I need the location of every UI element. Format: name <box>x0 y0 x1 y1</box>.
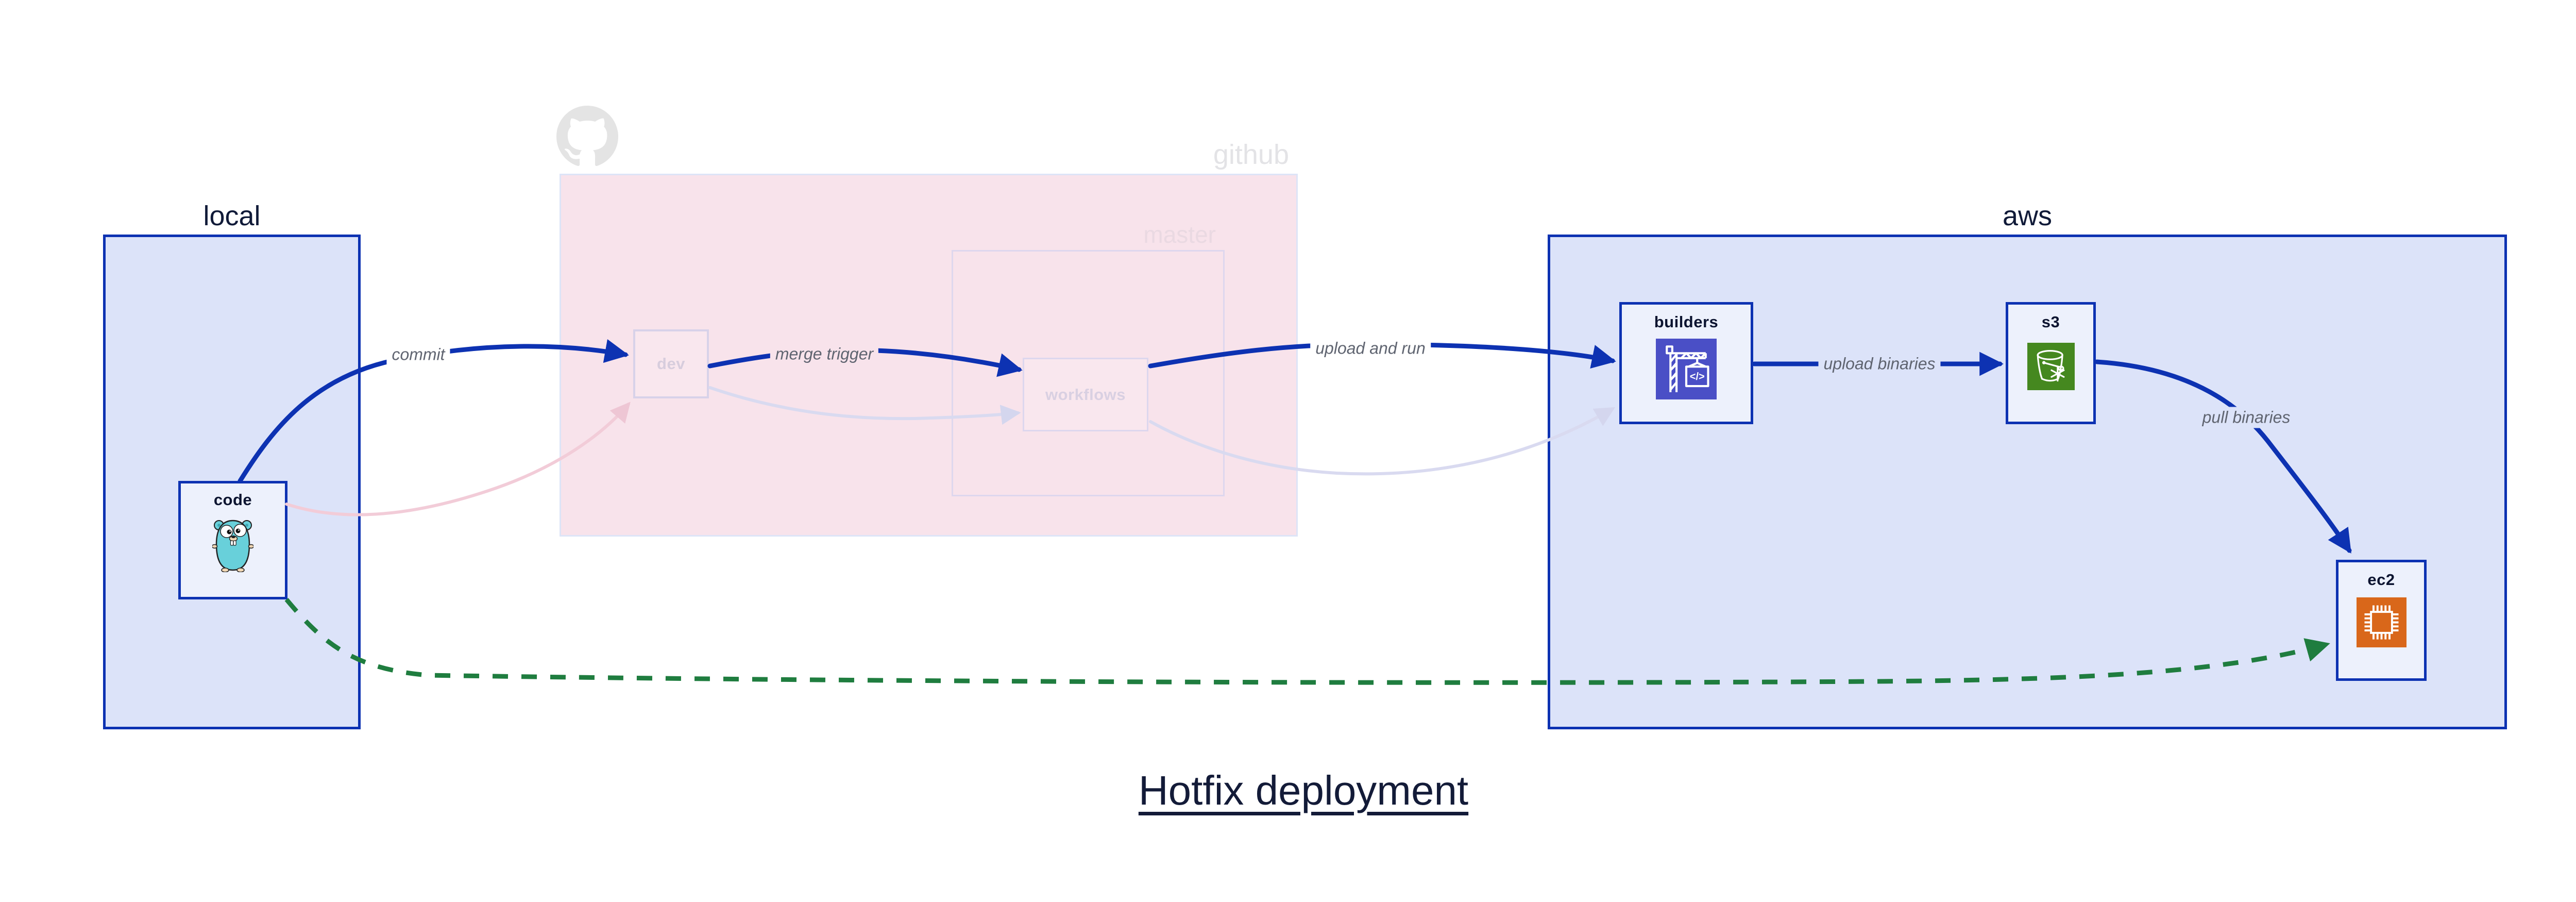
group-local: local code <box>103 201 361 729</box>
node-workflows-label: workflows <box>1045 385 1126 404</box>
edge-label-commit: commit <box>386 344 450 365</box>
octocat-icon <box>556 106 618 166</box>
group-master-label: master <box>1143 221 1216 248</box>
node-s3: s3 <box>2006 302 2096 424</box>
group-aws-label: aws <box>2002 201 2053 231</box>
node-dev-label: dev <box>657 355 685 373</box>
svg-text:</>: </> <box>1690 371 1705 382</box>
edge-label-upload-and-run: upload and run <box>1310 338 1431 359</box>
group-github-label: github <box>1213 139 1289 170</box>
aws-codebuild-crane-icon: </> <box>1656 339 1717 399</box>
node-code: code <box>178 481 287 599</box>
group-master-branch: master workflows <box>952 221 1225 496</box>
group-local-label: local <box>203 201 261 231</box>
node-ec2-label: ec2 <box>2367 571 2395 589</box>
node-code-label: code <box>213 491 252 509</box>
node-builders-label: builders <box>1654 313 1719 331</box>
go-gopher-icon <box>212 520 253 572</box>
s3-glacier-bucket-snowflake-icon <box>2027 343 2075 390</box>
diagram-title: Hotfix deployment <box>1138 767 1469 813</box>
edge-label-merge-trigger: merge trigger <box>770 343 879 365</box>
node-s3-label: s3 <box>2041 313 2060 331</box>
node-ec2: ec2 <box>2336 560 2427 681</box>
node-dev: dev <box>633 329 709 398</box>
group-aws: aws builders </> s3 <box>1548 201 2507 729</box>
node-builders: builders </> <box>1619 302 1753 424</box>
edge-label-upload-binaries: upload binaries <box>1818 353 1941 375</box>
edge-label-pull-binaries: pull binaries <box>2197 407 2296 428</box>
group-github: github dev master workflows <box>556 106 1298 537</box>
ec2-chip-icon <box>2356 597 2406 647</box>
node-workflows: workflows <box>1023 358 1148 431</box>
